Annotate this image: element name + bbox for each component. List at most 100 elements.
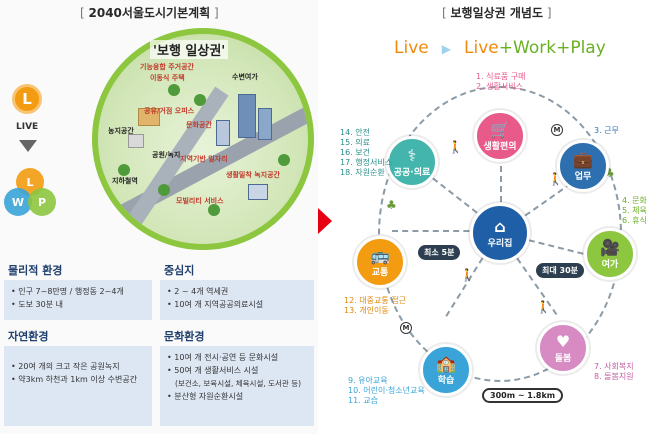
node-shopping: 🛒생활편의 [474, 110, 526, 162]
briefcase-icon: 💼 [573, 149, 593, 169]
node-work: 💼업무 [557, 140, 609, 192]
label-text: 10. 어린이·청소년교육 [348, 386, 425, 395]
cart-icon: 🛒 [490, 119, 510, 139]
node-home: ⌂ 우리집 [470, 203, 530, 263]
label-farm: 농지공간 [108, 127, 134, 135]
labels-care: 7. 사회복지 8. 돌봄지원 [594, 362, 634, 382]
label-text: 18. 자원순환 [340, 168, 385, 177]
formula-play: Play [570, 38, 606, 58]
formula-plus: + [556, 38, 571, 58]
label-text: 2. 생활서비스 [476, 82, 523, 91]
label-text: 16. 보건 [340, 148, 370, 157]
formula-plus: + [498, 38, 513, 58]
walker-icon: 🚶 [536, 300, 551, 314]
label-public-office: 공유/거점 오피스 [144, 107, 195, 115]
walker-icon: 🚶 [460, 268, 475, 282]
list-item: 20여 개의 크고 작은 공원녹지 [11, 360, 145, 373]
section-head-center: 중심지 [164, 264, 195, 277]
list-item: 도보 30분 내 [11, 298, 145, 311]
walker-icon: 🚶 [448, 140, 463, 154]
max-time-label: 최대 30분 [536, 263, 584, 278]
building [248, 184, 268, 200]
node-learning: 🏫학습 [420, 344, 472, 396]
tree [208, 204, 220, 216]
formula-live: Live [394, 38, 429, 58]
venn-play: P [28, 188, 56, 216]
city-title: '보행 일상권' [150, 40, 229, 59]
labels-health: 14. 안전 15. 의료 16. 보건 17. 행정서비스 18. 자원순환 [340, 128, 392, 178]
label-text: 12. 대중교통 접근 [344, 296, 406, 305]
section-box-physical: 인구 7~8만명 / 행정동 2~4개 도보 30분 내 [4, 280, 152, 320]
tree [278, 154, 290, 166]
label-text: 1. 식료품 구매 [476, 72, 526, 81]
labels-work: 3. 근무 [594, 126, 619, 136]
tree [194, 94, 206, 106]
section-box-center: 2 ~ 4개 역세권 10여 개 지역공공의료시설 [160, 280, 314, 320]
labels-learning: 9. 유아교육 10. 어린이·청소년교육 11. 교습 [348, 376, 425, 406]
list-item: 50여 개 생활서비스 시설 [167, 364, 307, 377]
list-item: 분산형 자원순환시설 [167, 390, 307, 403]
building [128, 134, 144, 148]
transition-arrow-icon [318, 208, 332, 234]
formula-work: Work [513, 38, 557, 58]
live-icon: L [12, 84, 42, 114]
label-green: 생활밀착 녹지공간 [226, 171, 280, 179]
metro-icon: M [400, 322, 412, 334]
label-regional: 지역기반 일자리 [180, 155, 228, 163]
label-text: 11. 교습 [348, 396, 378, 405]
min-time-label: 최소 5분 [418, 245, 461, 260]
building [258, 108, 272, 140]
list-item: 10여 개 지역공공의료시설 [167, 298, 307, 311]
label-text: 5. 체육 [622, 206, 647, 215]
labels-transport: 12. 대중교통 접근 13. 개인이동 [344, 296, 406, 316]
section-box-nature: 20여 개의 크고 작은 공원녹지 약3km 하천과 1km 이상 수변공간 [4, 346, 152, 426]
venn-work: W [4, 188, 32, 216]
building [238, 94, 256, 138]
building [138, 108, 160, 126]
label-mobility: 모빌리티 서비스 [176, 197, 224, 205]
label-waterfront: 수변여가 [232, 73, 258, 81]
label-text: 14. 안전 [340, 128, 370, 137]
section-head-physical: 물리적 환경 [8, 264, 63, 277]
tree [168, 84, 180, 96]
list-item-sub: (보건소, 보육시설, 체육시설, 도서관 등) [175, 379, 302, 388]
label-housing: 기능융합 주거공간 [140, 63, 194, 71]
left-section-title: [ 2040서울도시기본계획 ] [80, 6, 219, 20]
node-transport: 🚌교통 [354, 236, 406, 288]
label-station: 지하철역 [112, 177, 138, 185]
label-text: 13. 개인이동 [344, 306, 389, 315]
down-arrow-icon [19, 140, 37, 152]
label-text: 6. 휴식 [622, 216, 647, 225]
stethoscope-icon: ⚕ [407, 145, 417, 165]
label-text: 9. 유아교육 [348, 376, 388, 385]
list-item: 10여 개 전시·공연 등 문화시설 [167, 351, 307, 364]
labels-leisure: 4. 문화 5. 체육 6. 휴식 [622, 196, 647, 226]
live-label: LIVE [16, 122, 39, 132]
school-icon: 🏫 [436, 353, 456, 373]
metro-icon: M [551, 124, 563, 136]
building [216, 120, 230, 146]
camera-icon: 🎥 [600, 237, 620, 257]
distance-badge: 300m ~ 1.8km [482, 388, 564, 403]
node-health: ⚕공공·의료 [386, 136, 438, 188]
bus-icon: 🚌 [370, 245, 390, 265]
section-head-culture: 문화환경 [164, 330, 205, 343]
house-icon: ⌂ [494, 216, 506, 236]
section-box-culture: 10여 개 전시·공연 등 문화시설 50여 개 생활서비스 시설 (보건소, … [160, 346, 314, 426]
tree-icon: ♣ [386, 198, 397, 212]
label-text: 3. 근무 [594, 126, 619, 135]
label-text: 17. 행정서비스 [340, 158, 393, 167]
label-park: 공원/녹지 [152, 151, 181, 159]
formula-live-2: Live [464, 38, 499, 58]
label-text: 15. 의료 [340, 138, 370, 147]
lwp-formula: Live ▶ Live+Work+Play [394, 38, 606, 58]
city-illustration [92, 28, 314, 250]
label-mixed: 이동식 주택 [150, 74, 185, 82]
tree-icon: ♣ [604, 166, 615, 180]
labels-shopping: 1. 식료품 구매 2. 생활서비스 [476, 72, 526, 92]
node-leisure: 🎥여가 [584, 228, 636, 280]
heart-icon: ♥ [555, 331, 571, 351]
list-item: 인구 7~8만명 / 행정동 2~4개 [11, 285, 145, 298]
node-care: ♥돌봄 [537, 322, 589, 374]
label-text: 7. 사회복지 [594, 362, 634, 371]
